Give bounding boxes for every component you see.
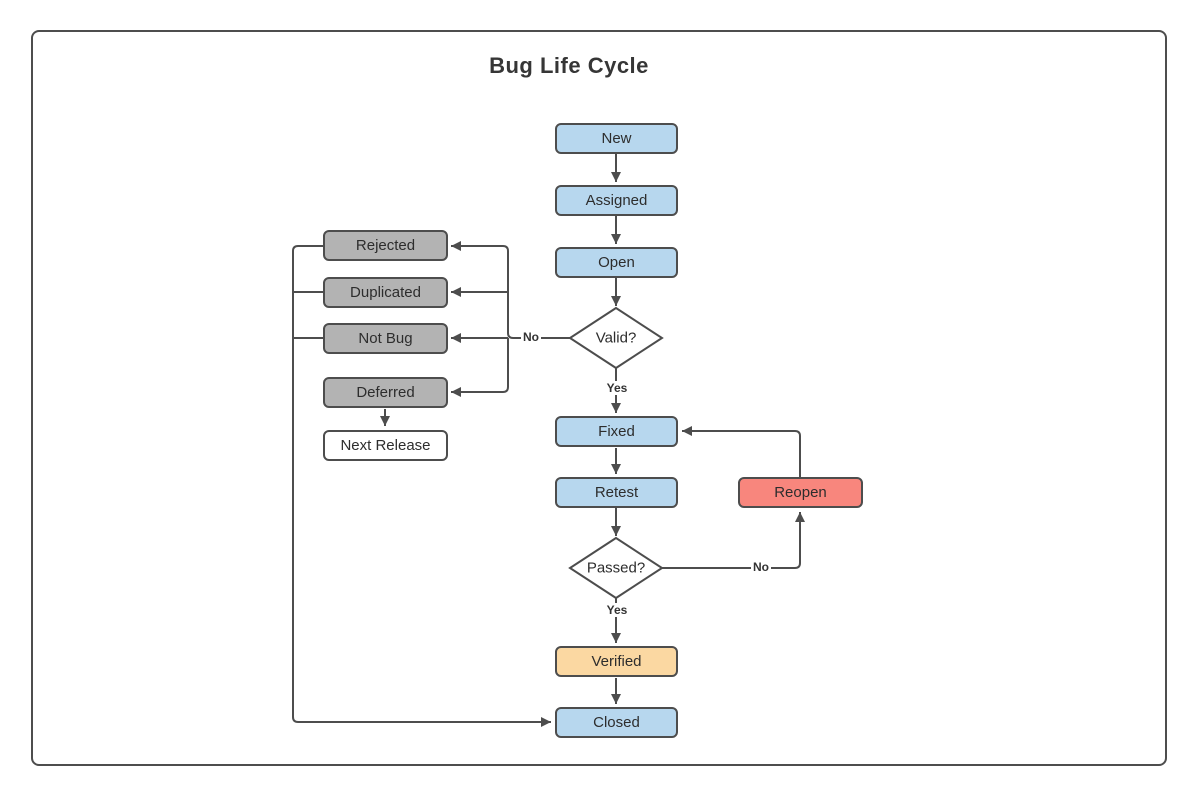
node-assigned-label: Assigned <box>585 192 648 209</box>
edge-passed-no-to-reopen <box>661 512 805 569</box>
node-open-label: Open <box>598 254 635 271</box>
node-assigned: Assigned <box>555 185 678 216</box>
diagram-border-frame <box>31 30 1167 766</box>
node-retest: Retest <box>555 477 678 508</box>
valid-decision-label: Valid? <box>595 329 637 347</box>
edge-rejected-to-closed <box>292 245 551 727</box>
node-new: New <box>555 123 678 154</box>
node-next-release: Next Release <box>323 430 448 461</box>
node-open: Open <box>555 247 678 278</box>
node-fixed-label: Fixed <box>598 423 635 440</box>
node-new-label: New <box>601 130 632 147</box>
node-rejected: Rejected <box>323 230 448 261</box>
diagram-title: Bug Life Cycle <box>489 53 649 78</box>
edge-reopen-to-fixed <box>682 426 801 477</box>
node-duplicated-label: Duplicated <box>350 284 421 301</box>
node-next-release-label: Next Release <box>340 437 431 454</box>
node-reopen: Reopen <box>738 477 863 508</box>
node-deferred-label: Deferred <box>356 384 415 401</box>
node-deferred: Deferred <box>323 377 448 408</box>
valid-decision-shape <box>568 306 664 370</box>
node-verified-label: Verified <box>591 653 642 670</box>
node-closed-label: Closed <box>593 714 640 731</box>
node-rejected-label: Rejected <box>355 237 416 254</box>
edge-label-valid-yes: Yes <box>604 381 630 395</box>
passed-decision-shape <box>568 536 664 600</box>
node-fixed: Fixed <box>555 416 678 447</box>
node-not-bug: Not Bug <box>323 323 448 354</box>
node-not-bug-label: Not Bug <box>358 330 413 347</box>
edge-label-passed-no: No <box>751 560 771 574</box>
node-retest-label: Retest <box>594 484 639 501</box>
node-reopen-label: Reopen <box>774 484 827 501</box>
edge-label-valid-no: No <box>521 330 541 344</box>
edge-valid-no-to-deferred <box>451 338 509 397</box>
node-duplicated: Duplicated <box>323 277 448 308</box>
passed-decision-label: Passed? <box>586 559 646 577</box>
node-verified: Verified <box>555 646 678 677</box>
node-closed: Closed <box>555 707 678 738</box>
edge-label-passed-yes: Yes <box>604 603 630 617</box>
